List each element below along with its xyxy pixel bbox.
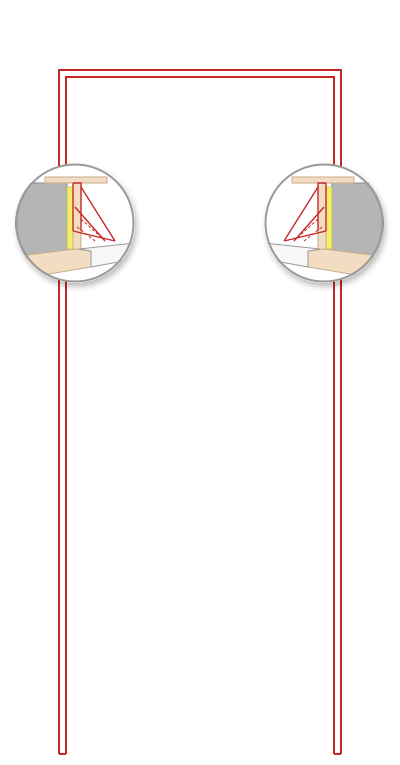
frame-profile-red (72, 182, 116, 242)
frame-seal (66, 186, 74, 250)
frame-profile-red (283, 182, 327, 242)
detail-left-drawing (15, 163, 135, 283)
door-frame-inner-line (65, 76, 335, 754)
frame-top-trim (44, 176, 108, 184)
door-frame-outer-line (58, 69, 342, 754)
door-leaf-edge (78, 242, 135, 268)
detail-callout-left (15, 163, 135, 283)
frame-profile-dashed (297, 218, 323, 242)
detail-callout-right (264, 163, 384, 283)
detail-right-drawing (264, 163, 384, 283)
frame-profile-dashed (76, 218, 102, 242)
door-leaf-edge (264, 242, 321, 268)
frame-jamb (317, 182, 327, 254)
frame-seal (325, 186, 333, 250)
frame-jamb (72, 182, 82, 254)
frame-top-trim (291, 176, 355, 184)
